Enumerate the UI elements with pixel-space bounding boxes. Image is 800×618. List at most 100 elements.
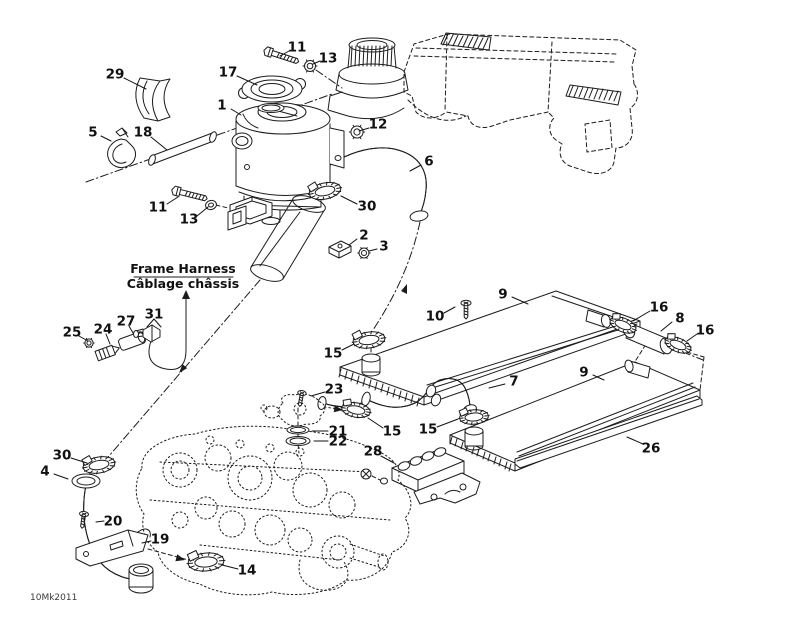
vent-clip-29 xyxy=(136,78,170,121)
callout-27-22: 27 xyxy=(117,314,136,330)
nut-3 xyxy=(357,247,371,259)
callout-leader-16-16 xyxy=(633,311,650,321)
clamp-30-bottom xyxy=(79,450,118,477)
callout-15-29: 15 xyxy=(419,422,438,438)
callout-6-8: 6 xyxy=(424,154,433,170)
callout-9-25: 9 xyxy=(579,365,588,381)
callout-leader-5-5 xyxy=(101,136,111,141)
frame-harness-label-fr: Câblage châssis xyxy=(127,276,239,291)
callout-11-2: 11 xyxy=(288,40,307,56)
phantom-frame-part xyxy=(328,33,637,174)
callout-leader-11-10 xyxy=(167,197,178,204)
callout-leader-29-0 xyxy=(124,78,146,89)
callout-leader-4-34 xyxy=(54,474,68,479)
callout-30-33: 30 xyxy=(53,448,72,464)
clamp-15-upper-panel xyxy=(350,326,388,352)
callout-3-13: 3 xyxy=(379,239,388,255)
callout-leader-3-13 xyxy=(369,249,377,251)
filler-cap-17 xyxy=(239,76,306,113)
callout-leader-15-19 xyxy=(342,344,354,350)
reservoir-down-tube xyxy=(249,192,328,284)
flow-arrows xyxy=(175,284,407,562)
callout-16-18: 16 xyxy=(696,323,715,339)
callout-28-32: 28 xyxy=(364,444,383,460)
rail-26 xyxy=(515,396,702,468)
gasket-21 xyxy=(287,426,309,434)
thermostat-housing xyxy=(261,394,325,426)
phantom-engine xyxy=(136,426,411,595)
vent-sleeve-18 xyxy=(147,131,217,166)
nut-12 xyxy=(348,124,366,140)
callout-25-20: 25 xyxy=(63,325,82,341)
callout-leader-16-18 xyxy=(687,334,697,341)
callout-8-17: 8 xyxy=(675,311,684,327)
callout-15-19: 15 xyxy=(324,346,343,362)
callout-13-3: 13 xyxy=(319,51,338,67)
ribbed-strip-front xyxy=(441,33,491,50)
callout-leader-12-7 xyxy=(359,128,369,131)
callout-20-35: 20 xyxy=(104,514,123,530)
callout-leader-19-36 xyxy=(142,541,151,543)
callout-leader-30-9 xyxy=(341,196,357,204)
callout-4-34: 4 xyxy=(40,464,49,480)
nut-13-top xyxy=(302,59,318,73)
callout-14-37: 14 xyxy=(238,563,257,579)
loop-clamp-5 xyxy=(108,128,136,168)
bolt-11-left xyxy=(170,185,209,204)
callout-leader-20-35 xyxy=(96,521,104,522)
sleeve-27 xyxy=(118,331,147,351)
washer-13-left xyxy=(205,199,218,211)
fitting-24 xyxy=(95,343,121,361)
callout-leader-30-33 xyxy=(71,458,87,463)
callout-leader-31-23 xyxy=(147,319,161,327)
callout-leader-17-1 xyxy=(237,76,257,85)
screw-10 xyxy=(460,299,472,320)
callout-31-23: 31 xyxy=(145,307,164,323)
callout-5-5: 5 xyxy=(88,125,97,141)
callout-leader-26-26 xyxy=(627,437,643,444)
callout-leader-14-37 xyxy=(222,565,238,569)
bracket-19 xyxy=(76,529,150,566)
callout-12-7: 12 xyxy=(369,117,388,133)
callout-leader-1-4 xyxy=(231,109,241,115)
callout-16-16: 16 xyxy=(650,300,669,316)
callout-11-10: 11 xyxy=(149,200,168,216)
clip-2 xyxy=(329,241,351,258)
oring-22 xyxy=(286,437,310,446)
callout-leader-25-20 xyxy=(79,336,88,341)
callout-15-28: 15 xyxy=(383,424,402,440)
callout-leader-15-29 xyxy=(437,419,458,427)
manifold-28 xyxy=(361,446,480,504)
callout-1-4: 1 xyxy=(217,98,226,114)
outlet-hose-4 xyxy=(72,474,153,593)
callout-leader-24-21 xyxy=(106,334,110,344)
heat-exchanger-upper xyxy=(339,291,640,450)
callout-leader-2-12 xyxy=(349,239,357,245)
callout-leader-15-28 xyxy=(368,418,383,428)
callout-leader-18-6 xyxy=(151,137,167,150)
callout-leader-27-22 xyxy=(129,326,133,333)
callout-leader-13-11 xyxy=(197,207,208,216)
callout-leader-13-3 xyxy=(313,61,320,64)
ribbed-strip-rear xyxy=(566,85,621,105)
harness-wire xyxy=(149,290,190,370)
callout-17-1: 17 xyxy=(219,65,238,81)
frame-harness-label-en: Frame Harness xyxy=(130,261,236,276)
callout-24-21: 24 xyxy=(94,322,113,338)
callout-leader-9-14 xyxy=(512,297,528,304)
callout-30-9: 30 xyxy=(358,199,377,215)
callout-19-36: 19 xyxy=(151,532,170,548)
callout-leader-6-8 xyxy=(410,165,421,171)
callout-7-24: 7 xyxy=(509,374,518,390)
screw-23 xyxy=(295,389,308,408)
elbow-31 xyxy=(134,325,161,342)
clamp-14 xyxy=(185,547,227,574)
tank-bracket xyxy=(228,197,272,230)
callout-2-12: 2 xyxy=(359,228,368,244)
callout-leader-9-25 xyxy=(593,375,604,380)
callout-13-11: 13 xyxy=(180,212,199,228)
callout-leader-8-17 xyxy=(661,322,672,331)
callout-leader-10-15 xyxy=(444,307,455,313)
